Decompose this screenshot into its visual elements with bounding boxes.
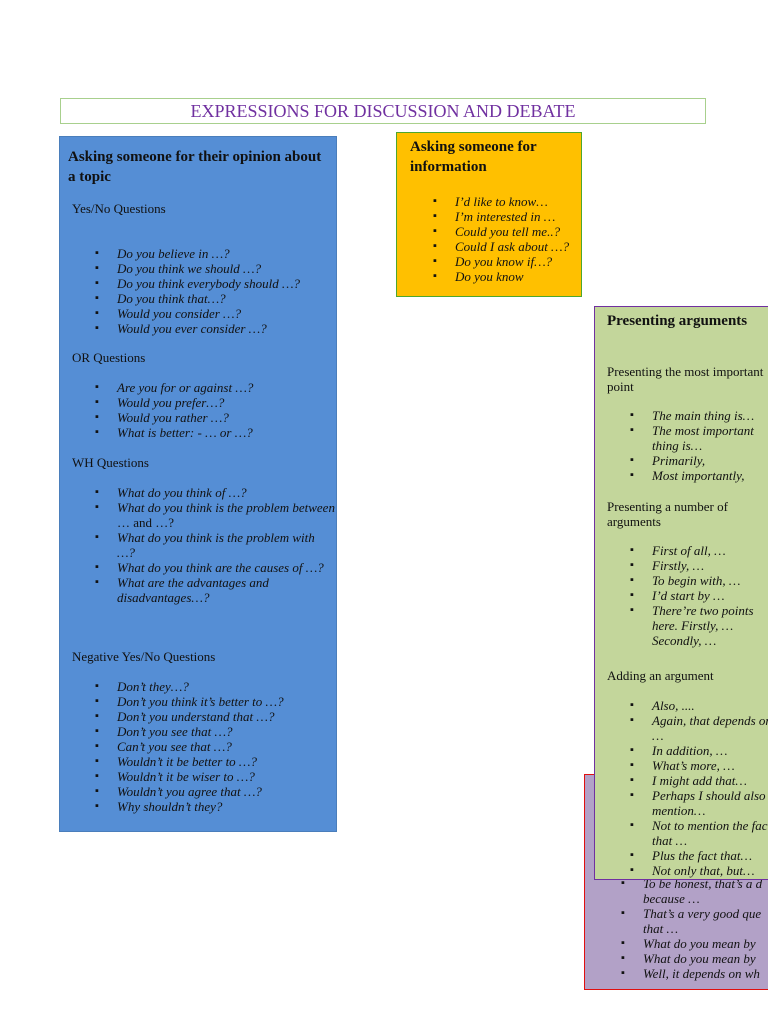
list-item: I’m interested in … xyxy=(433,209,575,224)
number-list: First of all, … Firstly, … To begin with… xyxy=(630,543,768,648)
neg-label: Negative Yes/No Questions xyxy=(72,649,216,664)
continued-text: because … xyxy=(643,891,700,906)
list-item: Do you know xyxy=(433,269,575,284)
list-item: What is better: - … or …? xyxy=(95,425,335,440)
yesno-label: Yes/No Questions xyxy=(72,201,166,216)
adding-label: Adding an argument xyxy=(607,668,714,683)
arguments-box: Presenting arguments Presenting the most… xyxy=(594,306,768,880)
list-item: There’re two points here. Firstly, … Sec… xyxy=(630,603,768,648)
continued-text: that … xyxy=(643,921,679,936)
adding-list: Also, .... Again, that depends on … In a… xyxy=(630,698,768,878)
list-item: I might add that… xyxy=(630,773,768,788)
list-item: Most importantly, xyxy=(630,468,768,483)
list-item: Also, .... xyxy=(630,698,768,713)
list-item: Do you think that…? xyxy=(95,291,335,306)
list-item: Don’t you understand that …? xyxy=(95,709,335,724)
list-item: Do you know if…? xyxy=(433,254,575,269)
page-title: EXPRESSIONS FOR DISCUSSION AND DEBATE xyxy=(60,98,706,124)
list-item: The most important thing is… xyxy=(630,423,768,453)
important-list: The main thing is… The most important th… xyxy=(630,408,768,483)
list-item: To begin with, … xyxy=(630,573,768,588)
list-item: Do you think we should …? xyxy=(95,261,335,276)
list-item: That’s a very good que xyxy=(621,906,768,921)
responses-list: To be honest, that’s a d because … That’… xyxy=(621,876,768,981)
arguments-heading: Presenting arguments xyxy=(607,313,748,329)
list-item: Firstly, … xyxy=(630,558,768,573)
list-item: What do you think is the problem with …? xyxy=(95,530,335,560)
list-item: Could I ask about …? xyxy=(433,239,575,254)
list-item: Do you think everybody should …? xyxy=(95,276,335,291)
wh-list: What do you think of …? What do you thin… xyxy=(95,485,335,605)
list-item: I’d like to know… xyxy=(433,194,575,209)
or-list: Are you for or against …? Would you pref… xyxy=(95,380,335,440)
continued-text: … and …? xyxy=(117,515,175,530)
yesno-list: Do you believe in …? Do you think we sho… xyxy=(95,246,335,336)
list-item: Wouldn’t it be wiser to …? xyxy=(95,769,335,784)
list-item: Wouldn’t it be better to …? xyxy=(95,754,335,769)
list-item: Not to mention the fact that … xyxy=(630,818,768,848)
list-item: What do you think are the causes of …? xyxy=(95,560,335,575)
list-item: What do you think of …? xyxy=(95,485,335,500)
information-heading: Asking someone for information xyxy=(410,139,537,175)
list-item-continued: because … xyxy=(643,891,768,906)
list-item: What do you think is the problem between xyxy=(95,500,335,515)
information-list: I’d like to know… I’m interested in … Co… xyxy=(433,194,575,284)
list-item: What are the advantages and disadvantage… xyxy=(95,575,335,605)
list-item: I’d start by … xyxy=(630,588,768,603)
or-label: OR Questions xyxy=(72,350,146,365)
list-item: Would you consider …? xyxy=(95,306,335,321)
list-item: Can’t you see that …? xyxy=(95,739,335,754)
list-item: What do you mean by xyxy=(621,951,768,966)
information-box: Asking someone for information I’d like … xyxy=(396,132,582,297)
list-item: The main thing is… xyxy=(630,408,768,423)
list-item: Could you tell me..? xyxy=(433,224,575,239)
list-item: Perhaps I should also mention… xyxy=(630,788,768,818)
list-item: Would you rather …? xyxy=(95,410,335,425)
list-item: Why shouldn’t they? xyxy=(95,799,335,814)
list-item: Don’t you see that …? xyxy=(95,724,335,739)
opinion-box: Asking someone for their opinion about a… xyxy=(59,136,337,832)
list-item: Would you ever consider …? xyxy=(95,321,335,336)
list-item: Plus the fact that… xyxy=(630,848,768,863)
list-item: Wouldn’t you agree that …? xyxy=(95,784,335,799)
list-item-continued: that … xyxy=(643,921,768,936)
list-item: Not only that, but… xyxy=(630,863,768,878)
list-item: Don’t you think it’s better to …? xyxy=(95,694,335,709)
list-item: Would you prefer…? xyxy=(95,395,335,410)
important-label: Presenting the most important point xyxy=(607,364,764,394)
list-item: Do you believe in …? xyxy=(95,246,335,261)
list-item: What do you mean by xyxy=(621,936,768,951)
list-item: Well, it depends on wh xyxy=(621,966,768,981)
list-item: Don’t they…? xyxy=(95,679,335,694)
number-label: Presenting a number of arguments xyxy=(607,499,728,529)
list-item: What’s more, … xyxy=(630,758,768,773)
list-item-continued: … and …? xyxy=(117,515,335,530)
list-item: First of all, … xyxy=(630,543,768,558)
list-item: Primarily, xyxy=(630,453,768,468)
opinion-heading: Asking someone for their opinion about a… xyxy=(68,149,322,185)
list-item: Are you for or against …? xyxy=(95,380,335,395)
list-item: In addition, … xyxy=(630,743,768,758)
wh-label: WH Questions xyxy=(72,455,149,470)
neg-list: Don’t they…? Don’t you think it’s better… xyxy=(95,679,335,814)
list-item: Again, that depends on … xyxy=(630,713,768,743)
